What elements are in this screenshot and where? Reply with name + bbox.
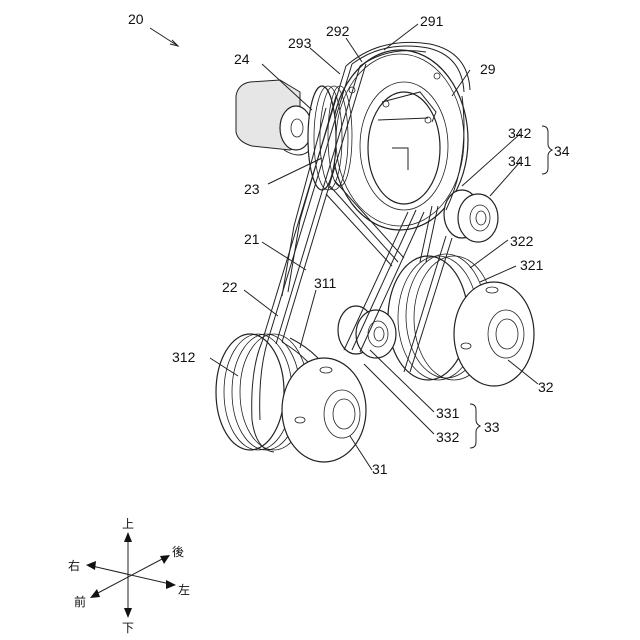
label-29: 29 [480,61,496,77]
axis-up: 上 [122,517,134,531]
label-33: 33 [484,419,500,435]
label-311: 311 [314,275,337,291]
label-342: 342 [508,125,532,141]
brace-34 [542,126,552,174]
label-32: 32 [538,379,554,395]
label-22: 22 [222,279,238,295]
label-293: 293 [288,35,312,51]
label-331: 331 [436,405,460,421]
axis-back: 後 [172,545,184,559]
label-322: 322 [510,233,534,249]
label-20: 20 [128,11,144,27]
brace-33 [470,404,480,448]
label-24: 24 [234,51,250,67]
label-332: 332 [436,429,460,445]
label-341: 341 [508,153,532,169]
label-321: 321 [520,257,544,273]
label-23: 23 [244,181,260,197]
label-291: 291 [420,13,444,29]
axis-left: 左 [178,582,190,597]
label-292: 292 [326,23,350,39]
pulley-34 [444,190,498,242]
axis-down: 下 [122,621,134,635]
label-31: 31 [372,461,388,477]
label-34: 34 [554,143,570,159]
axis-right: 右 [68,558,80,573]
pulley-32 [388,254,534,386]
pulley-31 [216,334,366,462]
label-21: 21 [244,231,260,247]
direction-axes: 上 下 右 左 前 後 [68,517,190,635]
axis-front: 前 [74,594,86,609]
shaft-housing [236,80,312,155]
label-312: 312 [172,349,196,365]
pulley-33 [338,306,396,358]
